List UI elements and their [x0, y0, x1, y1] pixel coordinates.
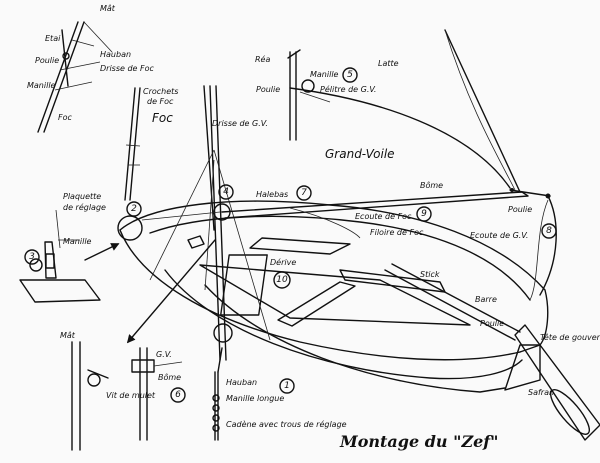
marker-2: 2: [131, 204, 137, 214]
mainsheet-2: [529, 199, 549, 301]
marker-7: 7: [301, 188, 307, 198]
mainsheet: [539, 195, 557, 296]
jib-sheet: [289, 207, 361, 239]
label-bome: Bôme: [420, 180, 443, 190]
label-cadene: Cadène avec trous de réglage: [226, 419, 347, 429]
label-hauban-bot: Hauban: [226, 378, 257, 387]
label-crochets-foc: de Foc: [147, 97, 174, 106]
jib-hooks-inset: [117, 87, 221, 241]
label-drisse-de-foc: Drisse de Foc: [100, 64, 155, 73]
label-ecoute-de-foc: Ecoute de Foc: [355, 212, 412, 221]
label-poulie-right: Poulie: [508, 205, 532, 214]
label-plaquette-2: de réglage: [63, 202, 106, 212]
marker-6: 6: [175, 390, 181, 400]
label-rea: Réa: [255, 54, 270, 64]
label-halebas: Halebas: [256, 190, 288, 199]
label-ecoute-de-gv: Ecoute de G.V.: [470, 231, 528, 240]
label-latte: Latte: [378, 59, 399, 68]
label-vit-de-mulet: Vit de mulet: [106, 391, 156, 400]
labels: Mât Etai Poulie Hauban Drisse de Foc Man…: [27, 4, 600, 451]
label-grand-voile: Grand-Voile: [325, 147, 395, 161]
mast: [149, 85, 271, 361]
marker-4: 4: [223, 187, 229, 197]
label-foc-small: Foc: [58, 113, 72, 122]
label-filoire-de-foc: Filoire de Foc: [370, 228, 424, 237]
marker-10: 10: [276, 275, 288, 285]
label-manille-5: Manille: [310, 70, 339, 79]
label-plaquette-1: Plaquette: [63, 192, 101, 201]
marker-3: 3: [29, 252, 35, 262]
label-mat-top: Mât: [100, 4, 116, 13]
label-tete: Tête de gouvernail: [540, 332, 600, 342]
label-bome-bl: Bôme: [158, 372, 181, 382]
chainplate-inset: [19, 209, 120, 303]
label-mat-bl: Mât: [60, 331, 76, 340]
number-markers: 1 2 3 4 5 6 7 8 9 10: [24, 67, 557, 403]
label-poulie-barre: Poulie: [480, 319, 504, 328]
label-foc: Foc: [152, 111, 173, 125]
label-manille-top: Manille: [27, 81, 56, 90]
label-pelitre: Pélitre de G.V.: [320, 84, 376, 94]
marker-1: 1: [284, 381, 290, 391]
rea-inset: [287, 49, 331, 141]
label-manille-longue: Manille longue: [226, 394, 284, 403]
label-poulie-5: Poulie: [256, 85, 280, 94]
mainsail-leech: [289, 29, 521, 193]
marker-5: 5: [347, 70, 353, 80]
label-crochets: Crochets: [143, 87, 178, 96]
label-etai: Etai: [45, 34, 61, 43]
marker-9: 9: [421, 209, 427, 219]
shroud-inset: [212, 371, 220, 441]
arrow-to-gooseneck: [126, 239, 216, 344]
masthead-inset: [37, 21, 113, 133]
arrow-to-shroud: [217, 347, 223, 373]
label-drisse-gv: Drisse de G.V.: [212, 119, 268, 128]
diagram-title: Montage du "Zef": [339, 432, 499, 451]
label-hauban-top: Hauban: [100, 50, 131, 59]
label-barre: Barre: [475, 295, 497, 304]
label-poulie-top: Poulie: [35, 56, 59, 65]
label-manille-3: Manille: [63, 237, 92, 246]
label-safran: Safran: [528, 388, 554, 397]
label-derive: Dérive: [270, 257, 296, 267]
rudder: [384, 263, 600, 441]
marker-8: 8: [546, 226, 552, 236]
label-stick: Stick: [420, 270, 440, 279]
gooseneck-inset: [71, 341, 183, 451]
label-gv-bl: G.V.: [156, 350, 172, 359]
hull: [119, 200, 549, 393]
